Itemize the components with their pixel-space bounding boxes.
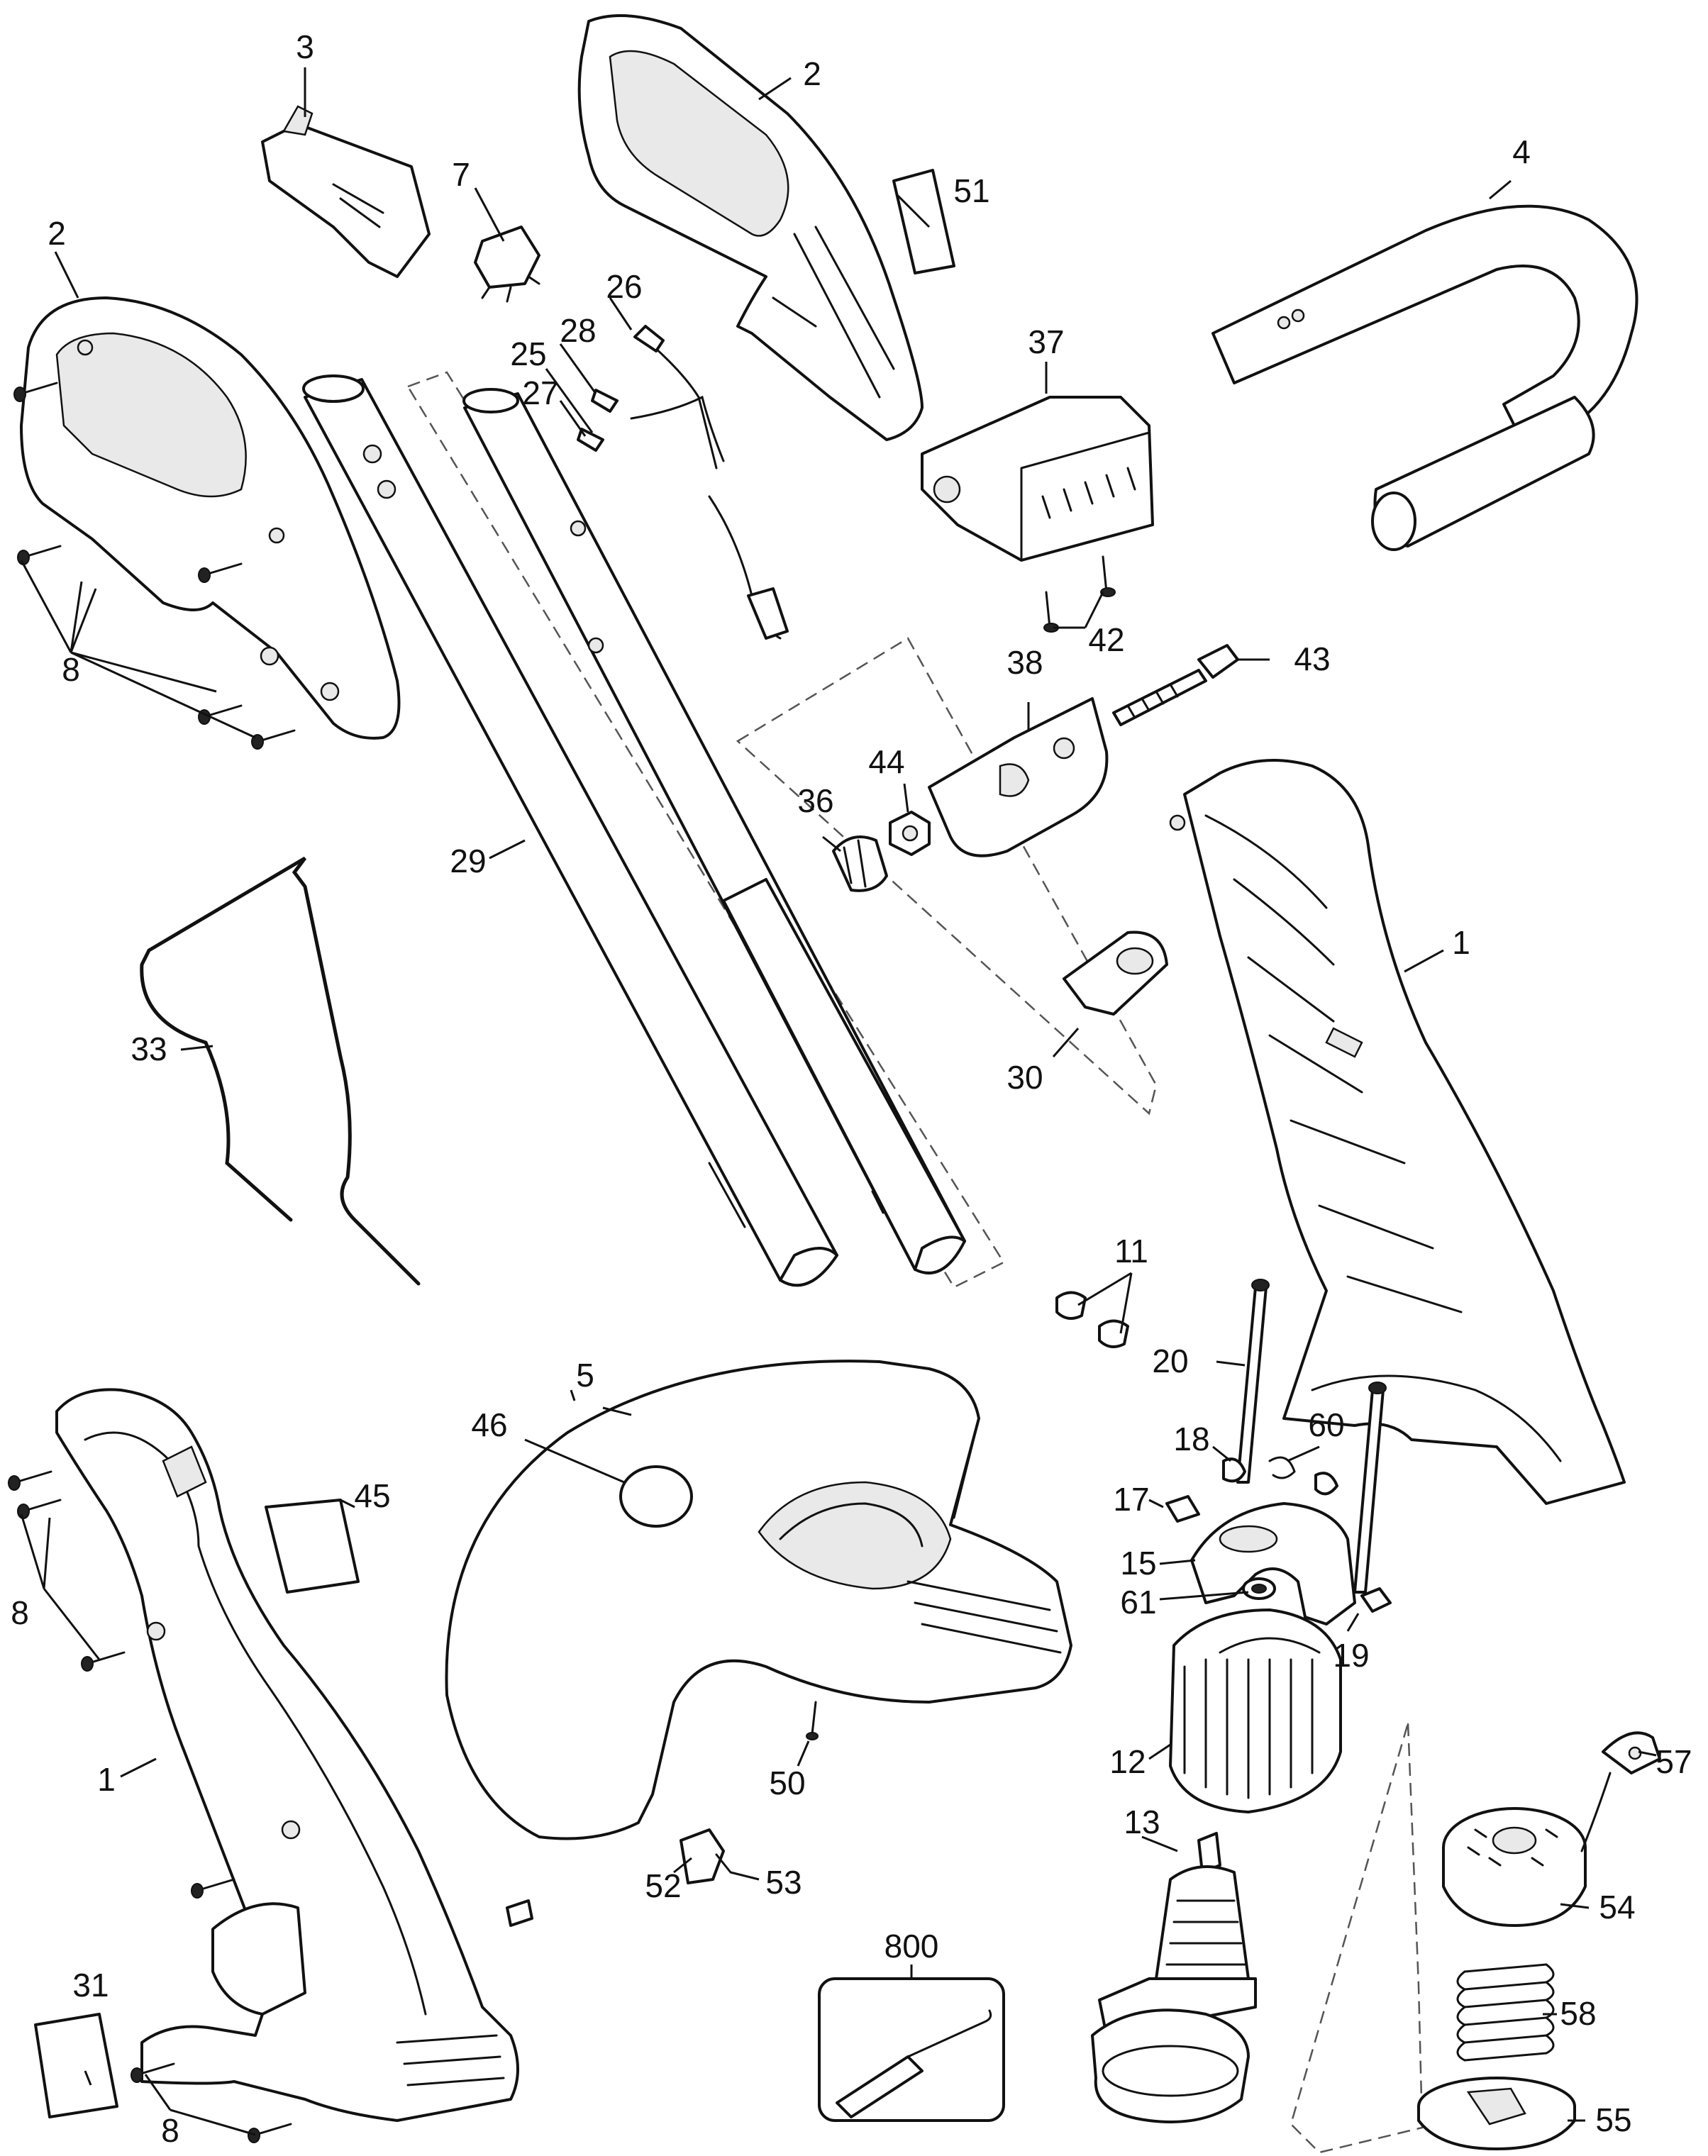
callout-15: 15 — [1120, 1545, 1156, 1582]
part-19-brush-holder — [1360, 1587, 1392, 1613]
callout-17: 17 — [1113, 1481, 1149, 1518]
callout-43: 43 — [1294, 640, 1330, 677]
part-2-handle-half-left — [20, 296, 401, 740]
part-12-stator — [1169, 1608, 1342, 1813]
callout-7: 7 — [452, 156, 470, 193]
spool-assembly-dashed-outline — [1290, 1723, 1424, 2154]
part-20-long-screws — [1236, 1279, 1387, 1594]
part-54-spool — [1442, 1772, 1612, 1927]
callout-1-left: 1 — [97, 1761, 116, 1798]
callout-60: 60 — [1308, 1406, 1344, 1443]
callout-8-upper: 8 — [62, 651, 80, 688]
part-31-label — [34, 2013, 118, 2118]
callout-44: 44 — [868, 743, 904, 780]
part-43-bolt — [1112, 644, 1239, 726]
callout-45: 45 — [354, 1477, 390, 1514]
callout-8-middle: 8 — [11, 1594, 29, 1631]
callout-2-left: 2 — [48, 215, 66, 252]
part-57-eyelet — [1602, 1731, 1661, 1774]
part-33-bail-wire — [140, 856, 421, 1286]
callout-50: 50 — [769, 1765, 805, 1801]
part-17-brush — [1165, 1495, 1200, 1523]
part-11-screws — [1055, 1291, 1129, 1348]
part-44-nut — [889, 811, 931, 856]
part-61-bearing — [1242, 1577, 1276, 1600]
callout-55: 55 — [1595, 2101, 1631, 2138]
callout-1-right: 1 — [1452, 924, 1470, 961]
part-1-housing-left — [55, 1388, 533, 2122]
callout-27: 27 — [522, 374, 558, 411]
callout-26: 26 — [606, 268, 642, 305]
callout-11: 11 — [1114, 1233, 1148, 1269]
callout-37: 37 — [1028, 323, 1064, 360]
part-42-screws — [1043, 555, 1116, 633]
callout-61: 61 — [1120, 1584, 1156, 1621]
part-7-switch — [474, 226, 540, 303]
callout-12: 12 — [1109, 1743, 1146, 1780]
part-15-end-bell — [1190, 1502, 1356, 1626]
callout-54: 54 — [1599, 1889, 1635, 1926]
part-4-auxiliary-handle — [1211, 204, 1638, 551]
callout-19: 19 — [1333, 1637, 1369, 1674]
part-36-knob — [832, 835, 888, 892]
part-60-clip — [1268, 1456, 1338, 1496]
callout-5: 5 — [576, 1357, 594, 1394]
part-52-line-cutter — [680, 1828, 725, 1884]
callout-31: 31 — [72, 1967, 109, 2004]
part-18-brush-spring — [1222, 1457, 1246, 1483]
leader-lines — [20, 67, 1657, 2136]
callout-36: 36 — [797, 782, 833, 819]
part-58-spring — [1456, 1963, 1555, 2062]
callout-29: 29 — [450, 843, 486, 879]
part-8-screws-upper — [13, 382, 296, 750]
part-8-screws-lower — [8, 1470, 292, 2143]
callout-numbers: 3 2 2 4 51 7 26 28 25 27 37 42 43 38 44 … — [11, 28, 1692, 2149]
part-1-housing-right — [1169, 759, 1626, 1505]
part-30-guide — [1063, 930, 1168, 1016]
part-37-cover — [921, 396, 1154, 562]
callout-52: 52 — [645, 1867, 681, 1904]
part-2-handle-half-top — [577, 14, 924, 441]
part-55-spool-cap — [1417, 2077, 1576, 2150]
callout-57: 57 — [1656, 1743, 1692, 1780]
part-800-box — [818, 1977, 1005, 2122]
callout-51: 51 — [953, 172, 989, 209]
callout-20: 20 — [1152, 1343, 1188, 1379]
part-25-28-wires — [577, 325, 789, 640]
callout-28: 28 — [560, 312, 596, 349]
part-13-armature — [1091, 1832, 1257, 2123]
callout-53: 53 — [765, 1864, 802, 1901]
part-29-lower-tube — [462, 388, 966, 1274]
callout-42: 42 — [1088, 621, 1124, 658]
part-53-screw — [715, 1853, 732, 1874]
callout-4: 4 — [1512, 133, 1531, 170]
callout-30: 30 — [1006, 1059, 1043, 1096]
clamp-assembly-dashed-outline — [736, 637, 1158, 1116]
callout-25: 25 — [510, 335, 546, 372]
callout-13: 13 — [1124, 1804, 1160, 1840]
callout-8-lower: 8 — [161, 2112, 179, 2149]
part-5-guard — [445, 1360, 1072, 1840]
callout-38: 38 — [1006, 644, 1043, 681]
callout-3: 3 — [296, 28, 314, 65]
callout-58: 58 — [1560, 1995, 1596, 2032]
part-38-clamp — [928, 697, 1109, 857]
part-3-switch-trigger — [261, 105, 431, 278]
callout-2-top: 2 — [803, 55, 821, 92]
callout-800: 800 — [884, 1928, 939, 1965]
callout-18: 18 — [1173, 1421, 1209, 1457]
callout-33: 33 — [131, 1030, 167, 1067]
part-29-upper-tube — [302, 374, 838, 1287]
part-50-screw — [806, 1701, 819, 1740]
callout-46: 46 — [471, 1406, 507, 1443]
part-45-label — [265, 1499, 360, 1594]
